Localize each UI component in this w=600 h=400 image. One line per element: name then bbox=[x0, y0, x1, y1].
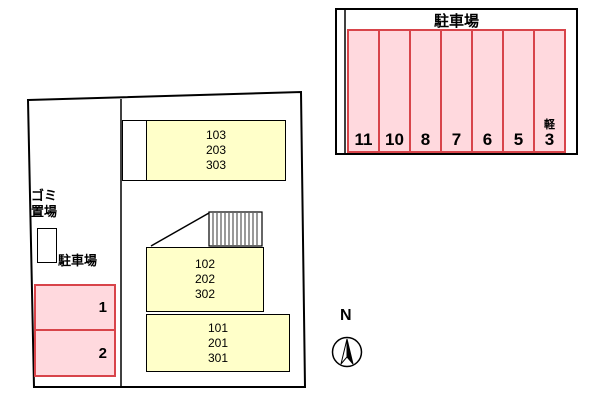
parking-lot: 駐車場 11 10 8 7 6 5 軽 3 bbox=[335, 8, 578, 155]
room-101-201-301: 101 201 301 bbox=[146, 314, 290, 372]
site-stall-2: 2 bbox=[34, 329, 116, 377]
site-stall-1: 1 bbox=[34, 284, 116, 331]
garbage-label-line: ゴミ bbox=[31, 188, 58, 203]
parking-stall-6: 6 bbox=[471, 29, 504, 153]
room-label-line: 302 bbox=[194, 287, 216, 301]
room-label-line: 102 bbox=[194, 257, 216, 271]
stall-number: 8 bbox=[420, 130, 431, 149]
parking-stall-kei-3: 軽 3 bbox=[533, 29, 566, 153]
compass-north-label: N bbox=[340, 307, 352, 324]
room-label-line: 202 bbox=[194, 272, 216, 286]
room-label-line: 201 bbox=[207, 335, 229, 350]
parking-lot-title: 駐車場 bbox=[433, 13, 479, 30]
garbage-label-line: 置場 bbox=[31, 204, 58, 219]
garbage-area-label: ゴミ 置場 bbox=[31, 188, 57, 220]
stair-diagonal-line bbox=[150, 212, 210, 247]
kei-tag: 軽 bbox=[544, 119, 555, 131]
room-103-balcony bbox=[122, 120, 147, 181]
stall-number: 3 bbox=[544, 130, 555, 149]
room-label-line: 301 bbox=[207, 350, 229, 365]
stall-number: 10 bbox=[385, 130, 404, 149]
parking-stall-10: 10 bbox=[378, 29, 411, 153]
stall-number: 2 bbox=[98, 344, 107, 362]
stall-number: 5 bbox=[513, 130, 524, 149]
parking-stall-11: 11 bbox=[347, 29, 380, 153]
parking-stall-row: 11 10 8 7 6 5 軽 3 bbox=[347, 29, 566, 153]
parking-stall-8: 8 bbox=[409, 29, 442, 153]
parking-stall-7: 7 bbox=[440, 29, 473, 153]
stall-number: 1 bbox=[98, 299, 107, 316]
room-102-202-302: 102 202 302 bbox=[146, 247, 264, 312]
stall-number: 11 bbox=[354, 130, 373, 149]
room-label-line: 303 bbox=[205, 158, 227, 172]
stair-treads bbox=[212, 213, 258, 245]
parking-stall-5: 5 bbox=[502, 29, 535, 153]
garbage-box bbox=[37, 228, 57, 263]
stall-number: 7 bbox=[451, 130, 462, 149]
room-label-line: 203 bbox=[205, 143, 227, 157]
room-label-line: 101 bbox=[207, 320, 229, 335]
stall-number: 6 bbox=[482, 130, 493, 149]
site-parking-label: 駐車場 bbox=[58, 253, 98, 268]
room-103-203-303: 103 203 303 bbox=[146, 120, 286, 181]
room-label-line: 103 bbox=[205, 128, 227, 142]
compass-needle-light bbox=[340, 338, 348, 365]
